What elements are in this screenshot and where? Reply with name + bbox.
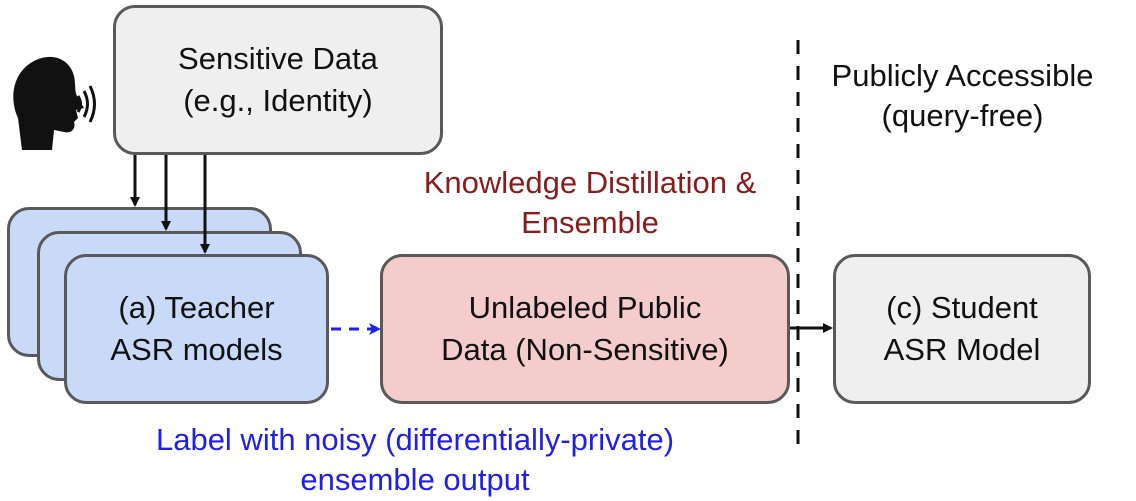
teacher-models-line1: (a) Teacher — [118, 290, 275, 325]
publicly-accessible-line2: (query-free) — [881, 98, 1044, 133]
knowledge-distillation-label: Knowledge Distillation & Ensemble — [360, 163, 820, 243]
sensitive-data-line1: Sensitive Data — [178, 41, 378, 76]
knowledge-distillation-line2: Ensemble — [521, 205, 659, 240]
noisy-label-line1: Label with noisy (differentially-private… — [155, 422, 675, 457]
publicly-accessible-line1: Publicly Accessible — [831, 58, 1094, 93]
speaking-head-icon — [13, 56, 96, 151]
public-data-line1: Unlabeled Public — [468, 290, 702, 325]
sensitive-data-line2: (e.g., Identity) — [183, 83, 373, 118]
sensitive-data-box: Sensitive Data (e.g., Identity) — [113, 5, 443, 155]
public-data-line2: Data (Non-Sensitive) — [441, 332, 729, 367]
knowledge-distillation-line1: Knowledge Distillation & — [423, 165, 757, 200]
student-model-line1: (c) Student — [886, 290, 1038, 325]
public-data-box: Unlabeled Public Data (Non-Sensitive) — [380, 254, 790, 404]
student-model-box: (c) Student ASR Model — [833, 254, 1091, 404]
teacher-models-line2: ASR models — [110, 332, 283, 367]
noisy-label-caption: Label with noisy (differentially-private… — [60, 420, 770, 500]
publicly-accessible-label: Publicly Accessible (query-free) — [795, 56, 1130, 136]
student-model-line2: ASR Model — [883, 332, 1041, 367]
teacher-models-box: (a) Teacher ASR models — [64, 254, 329, 404]
noisy-label-line2: ensemble output — [300, 462, 530, 497]
